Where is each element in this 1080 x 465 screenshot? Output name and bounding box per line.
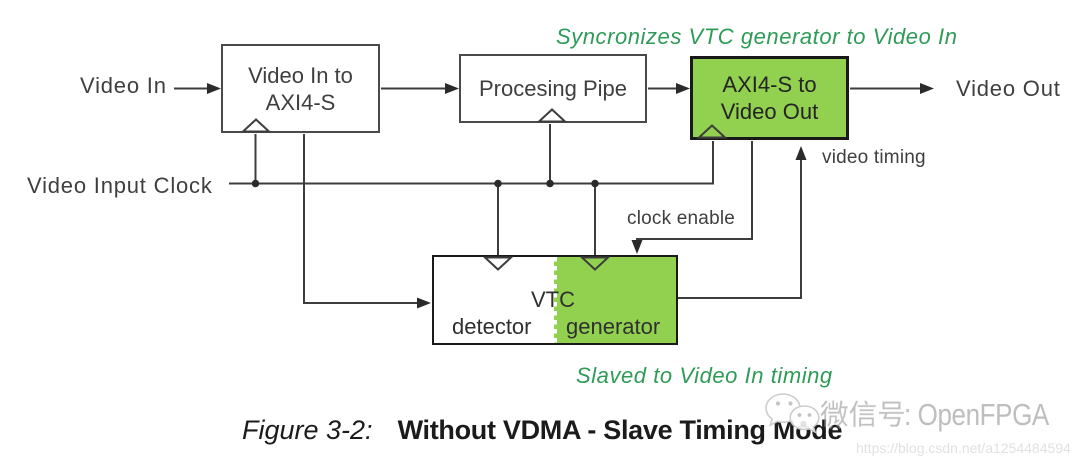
watermark-glyph-hao bbox=[879, 401, 904, 427]
wire-box1-to-vtc bbox=[303, 134, 418, 304]
watermark-glyph-xin bbox=[849, 400, 876, 427]
label-video-timing: video timing bbox=[822, 147, 926, 168]
wechat-icon-small-bubble bbox=[789, 405, 820, 434]
block-vtc bbox=[432, 255, 678, 345]
block-processing-pipe-label: Procesing Pipe bbox=[479, 76, 627, 101]
junction-dot-vtc-generator-clock bbox=[591, 179, 599, 188]
arrowhead-box2-in bbox=[445, 83, 459, 94]
figure-caption-number: Figure 3-2: bbox=[242, 415, 373, 445]
label-video-in: Video In bbox=[80, 73, 167, 98]
clock-symbol-vtc-detector bbox=[482, 256, 514, 271]
label-clock-enable: clock enable bbox=[627, 208, 736, 229]
wire-video-timing bbox=[678, 160, 802, 299]
figure-caption-title: Without VDMA - Slave Timing Mode bbox=[397, 415, 843, 445]
arrowhead-video-in bbox=[207, 83, 221, 94]
block-axi4s-to-video-out: AXI4-S to Video Out bbox=[690, 56, 849, 140]
clock-symbol-box1 bbox=[240, 118, 272, 133]
arrowhead-video-timing bbox=[795, 146, 807, 160]
vtc-divider-dashed-line bbox=[554, 257, 557, 343]
arrowhead-clock-enable bbox=[631, 240, 643, 254]
arrowhead-video-out bbox=[920, 83, 934, 94]
label-video-input-clock: Video Input Clock bbox=[27, 173, 213, 198]
block-vtc-generator-label: generator bbox=[566, 314, 661, 339]
block-axi4s-to-video-out-line1: AXI4-S to bbox=[722, 72, 817, 97]
watermark-cjk-glyphs bbox=[820, 400, 904, 427]
wechat-icon-eye bbox=[797, 413, 802, 417]
block-vtc-title: VTC bbox=[531, 287, 575, 312]
wechat-icon-eye bbox=[788, 401, 793, 406]
arrowhead-vtc-in bbox=[417, 297, 431, 309]
arrowhead-box3-in bbox=[676, 83, 690, 94]
annotation-slaved: Slaved to Video In timing bbox=[576, 363, 833, 388]
wechat-icon bbox=[765, 393, 820, 434]
clock-symbol-box3 bbox=[696, 124, 728, 139]
block-video-in-to-axi4s-line1: Video In to bbox=[248, 62, 353, 88]
wire-clock-main bbox=[229, 141, 714, 185]
wechat-icon-mouth bbox=[800, 420, 807, 428]
wechat-icon-eye bbox=[775, 401, 781, 406]
figure-caption: Figure 3-2: Without VDMA - Slave Timing M… bbox=[242, 415, 843, 446]
watermark-account: : OpenFPGA bbox=[904, 397, 1049, 432]
block-vtc-generator-area bbox=[554, 257, 676, 343]
junction-dot-vtc-detector-clock bbox=[494, 179, 502, 188]
label-video-out: Video Out bbox=[956, 76, 1061, 101]
wechat-icon-eye bbox=[807, 413, 812, 417]
junction-dot-box2-clock bbox=[546, 179, 554, 188]
clock-symbol-vtc-generator bbox=[579, 256, 611, 271]
clock-symbol-box2 bbox=[536, 108, 568, 123]
watermark-glyph-wei bbox=[820, 400, 848, 427]
block-vtc-detector-label: detector bbox=[452, 314, 532, 339]
block-video-in-to-axi4s: Video In to AXI4-S bbox=[221, 44, 380, 133]
block-axi4s-to-video-out-line2: Video Out bbox=[720, 99, 819, 124]
junction-dot-box1-clock bbox=[251, 179, 260, 188]
block-video-in-to-axi4s-line2: AXI4-S bbox=[265, 89, 336, 115]
watermark-url: https://blog.csdn.net/a1254484594 bbox=[856, 440, 1071, 456]
annotation-syncronizes: Syncronizes VTC generator to Video In bbox=[556, 24, 958, 49]
